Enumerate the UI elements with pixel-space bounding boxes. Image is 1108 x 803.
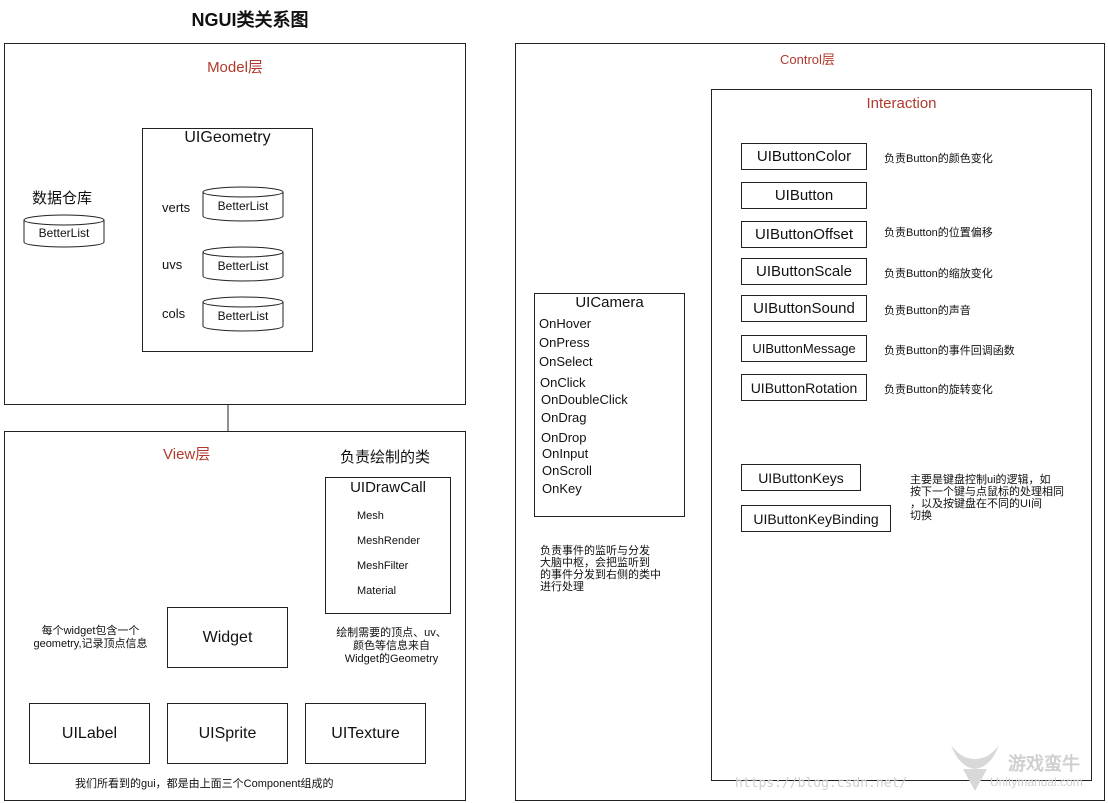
model-layer-label: Model层 xyxy=(207,59,263,76)
uigeometry-title: UIGeometry xyxy=(184,129,271,146)
camera-note-line-4: 进行处理 xyxy=(540,581,584,593)
event-onhover: OnHover xyxy=(539,316,592,331)
verts-betterlist: BetterList xyxy=(202,186,284,222)
uibuttoncolor-desc: 负责Button的颜色变化 xyxy=(884,153,993,165)
uilabel-class: UILabel xyxy=(29,703,150,764)
watermark-site: Unitymanual.com xyxy=(990,775,1083,789)
uibuttonoffset-desc: 负责Button的位置偏移 xyxy=(884,227,993,239)
field-name-verts: verts xyxy=(162,200,191,215)
event-onpress: OnPress xyxy=(539,335,590,350)
drawcall-member-meshfilter: MeshFilter xyxy=(357,560,409,572)
event-onselect: OnSelect xyxy=(539,354,593,369)
uibuttonoffset-class: UIButtonOffset xyxy=(741,221,867,248)
event-onkey: OnKey xyxy=(542,481,582,496)
uibutton-class: UIButton xyxy=(741,182,867,209)
view-bottom-note: 我们所看到的gui，都是由上面三个Component组成的 xyxy=(75,778,334,790)
uicamera-class xyxy=(534,293,685,517)
event-ondrop: OnDrop xyxy=(541,430,587,445)
drawcall-member-mesh: Mesh xyxy=(357,510,384,522)
uibuttonkeybinding-class: UIButtonKeyBinding xyxy=(741,505,891,532)
camera-note: 负责事件的监听与分发 大脑中枢，会把监听到 的事件分发到右侧的类中 进行处理 xyxy=(540,545,690,593)
drawcall-note: 绘制需要的顶点、uv、 颜色等信息来自 Widget的Geometry xyxy=(324,627,459,666)
uibuttonsound-desc: 负责Button的声音 xyxy=(884,305,971,317)
uicamera-title: UICamera xyxy=(575,294,644,311)
uidrawcall-title: UIDrawCall xyxy=(350,479,426,496)
key-note-line-3: ，以及按键盘在不同的UI间 xyxy=(910,498,1042,510)
watermark-brand: 游戏蛮牛 xyxy=(1008,754,1080,774)
uitexture-class: UITexture xyxy=(305,703,426,764)
uvs-betterlist-label: BetterList xyxy=(217,259,269,273)
diagram-title: NGUI类关系图 xyxy=(191,10,309,30)
uisprite-class: UISprite xyxy=(167,703,288,764)
interaction-title: Interaction xyxy=(866,95,937,112)
uibuttonsound-class: UIButtonSound xyxy=(741,295,867,322)
key-note: 主要是键盘控制ui的逻辑，如 按下一个键与点鼠标的处理相同 ，以及按键盘在不同的… xyxy=(910,474,1090,522)
control-layer-label: Control层 xyxy=(780,52,835,67)
uibuttonkeys-class: UIButtonKeys xyxy=(741,464,861,491)
cols-betterlist: BetterList xyxy=(202,296,284,332)
widget-note-line-2: geometry,记录顶点信息 xyxy=(33,638,148,650)
drawcall-member-meshrender: MeshRender xyxy=(357,535,420,547)
key-note-line-1: 主要是键盘控制ui的逻辑，如 xyxy=(910,474,1051,486)
event-ondoubleclick: OnDoubleClick xyxy=(541,392,628,407)
verts-betterlist-label: BetterList xyxy=(217,199,269,213)
camera-note-line-2: 大脑中枢，会把监听到 xyxy=(540,557,650,569)
storage-betterlist: BetterList xyxy=(23,214,105,248)
uidrawcall-class xyxy=(325,477,451,614)
watermark-url: https://blog.csdn.net/ xyxy=(735,776,908,791)
event-ondrag: OnDrag xyxy=(541,410,587,425)
drawcall-note-line-1: 绘制需要的顶点、uv、 xyxy=(336,627,447,639)
event-onclick: OnClick xyxy=(540,375,586,390)
uvs-betterlist: BetterList xyxy=(202,246,284,282)
uibuttonrotation-class: UIButtonRotation xyxy=(741,374,867,401)
field-name-cols: cols xyxy=(162,306,186,321)
uibuttonmessage-class: UIButtonMessage xyxy=(741,335,867,362)
widget-note-line-1: 每个widget包含一个 xyxy=(41,625,140,637)
drawcall-note-line-3: Widget的Geometry xyxy=(344,653,439,665)
uibuttonscale-class: UIButtonScale xyxy=(741,258,867,285)
event-oninput: OnInput xyxy=(542,446,589,461)
storage-label: 数据仓库 xyxy=(32,190,93,207)
uibuttonmessage-desc: 负责Button的事件回调函数 xyxy=(884,345,1015,357)
event-onscroll: OnScroll xyxy=(542,463,592,478)
widget-class: Widget xyxy=(167,607,288,668)
widget-note: 每个widget包含一个 geometry,记录顶点信息 xyxy=(18,625,163,651)
watermark-logo-icon xyxy=(945,735,1005,795)
drawcall-member-material: Material xyxy=(357,585,397,597)
key-note-line-4: 切换 xyxy=(910,510,932,522)
camera-note-line-1: 负责事件的监听与分发 xyxy=(540,545,650,557)
camera-note-line-3: 的事件分发到右侧的类中 xyxy=(540,569,661,581)
uibuttonscale-desc: 负责Button的缩放变化 xyxy=(884,268,993,280)
view-layer-label: View层 xyxy=(163,446,211,463)
drawcall-note-line-2: 颜色等信息来自 xyxy=(353,640,430,652)
field-name-uvs: uvs xyxy=(162,257,183,272)
key-note-line-2: 按下一个键与点鼠标的处理相同 xyxy=(910,486,1064,498)
uibuttonrotation-desc: 负责Button的旋转变化 xyxy=(884,384,993,396)
drawcall-heading: 负责绘制的类 xyxy=(340,449,431,466)
uibuttoncolor-class: UIButtonColor xyxy=(741,143,867,170)
cols-betterlist-label: BetterList xyxy=(217,309,269,323)
storage-betterlist-label: BetterList xyxy=(38,226,90,240)
